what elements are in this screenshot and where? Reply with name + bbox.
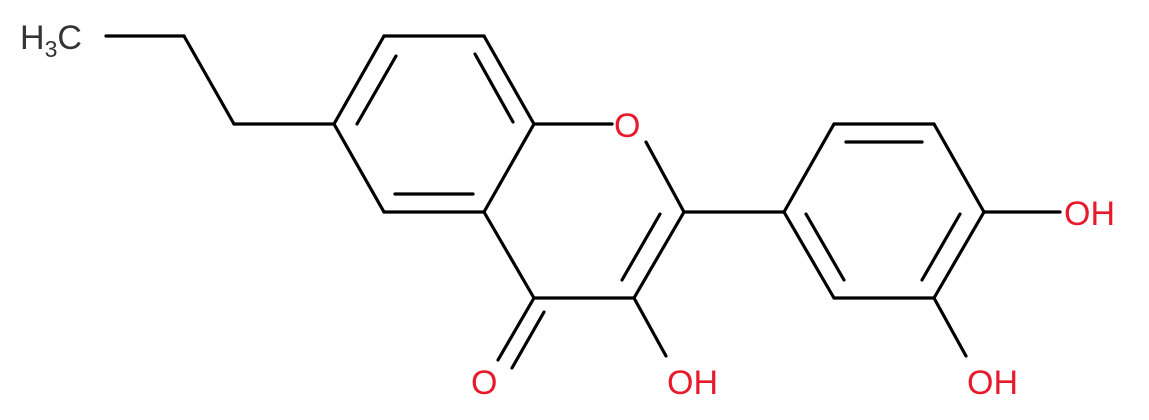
- bond-c6-c7: [332, 34, 386, 126]
- catechol-ring: [682, 122, 1062, 358]
- bond-c3p-c4p-inner: [920, 212, 962, 282]
- hydroxyl-3-label: OH: [667, 364, 718, 402]
- bond-c8a-c4a: [482, 122, 536, 214]
- bond-c6-c7-inner: [355, 54, 398, 126]
- bond-c6p-c1p: [782, 122, 836, 214]
- bond-c4-c4a: [482, 210, 536, 300]
- bond-ch2-ch2: [182, 34, 236, 126]
- pyranone-ring: [482, 122, 686, 370]
- methyl-label: H3C: [20, 19, 82, 62]
- bond-c8-c8a-inner: [473, 52, 515, 124]
- bond-c3p-oh: [932, 296, 968, 358]
- bond-c4p-c5p: [932, 122, 986, 214]
- bond-c2-c3: [632, 210, 686, 300]
- hydroxyl-3prime-label: OH: [967, 364, 1018, 402]
- bond-c4-o: [496, 296, 536, 362]
- ring-oxygen-label: O: [614, 107, 640, 145]
- bond-c1p-c2p-inner: [804, 212, 846, 282]
- hydroxyl-4prime-label: OH: [1064, 195, 1115, 233]
- propyl-chain: [104, 34, 336, 126]
- bond-c8-c8a: [482, 34, 536, 126]
- bond-c2-c3-inner: [620, 212, 662, 282]
- bond-c3p-c4p: [932, 210, 986, 300]
- bond-c5-c6: [332, 122, 386, 214]
- bond-o1-c2: [644, 140, 686, 214]
- benzo-ring: [332, 34, 536, 214]
- carbonyl-oxygen-label: O: [471, 364, 497, 402]
- bond-c1p-c2p: [782, 210, 836, 300]
- bond-c4-o-double: [510, 310, 546, 370]
- bond-c3-oh: [632, 296, 668, 358]
